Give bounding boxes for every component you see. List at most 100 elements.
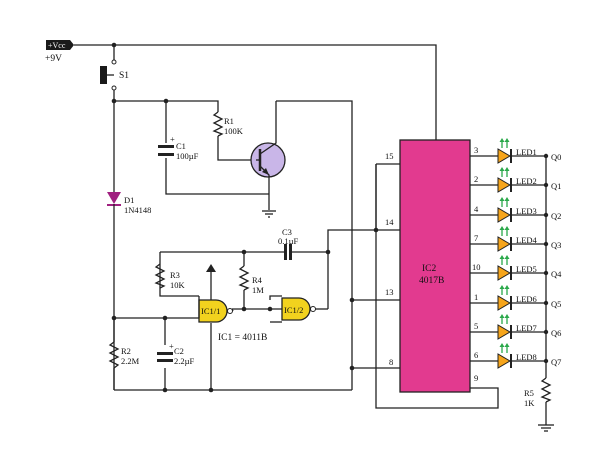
led-icon <box>497 207 511 223</box>
led-label: LED7 <box>516 323 537 333</box>
light-arrow-icon <box>504 255 510 265</box>
capacitor-c3 <box>284 244 292 260</box>
led-pin-number: 6 <box>474 350 478 360</box>
arrow-up-icon <box>206 264 216 278</box>
switch-s1 <box>100 59 117 91</box>
r3-value: 10K <box>170 280 186 290</box>
switch-s1-label: S1 <box>119 71 129 81</box>
ic2-pin-13: 13 <box>385 287 394 297</box>
light-arrow-icon <box>499 167 505 177</box>
ic2-body <box>399 139 471 393</box>
light-arrow-icon <box>504 226 510 236</box>
output-label: Q6 <box>551 328 561 338</box>
light-arrow-icon <box>504 343 510 353</box>
ground-transistor <box>262 210 276 218</box>
led-pin-number: 2 <box>474 174 478 184</box>
r2-ref: R2 <box>121 346 131 356</box>
led-icon <box>497 265 511 281</box>
led-pin-number: 10 <box>472 262 481 272</box>
ic1-note: IC1 = 4011B <box>218 333 267 343</box>
diode-d1 <box>107 192 121 214</box>
ic2-part: 4017B <box>419 276 444 286</box>
c2-ref: C2 <box>174 346 184 356</box>
r4-ref: R4 <box>252 275 263 285</box>
light-arrow-icon <box>504 197 510 207</box>
gate-ic1-1 <box>198 296 234 323</box>
d1-ref: D1 <box>124 195 134 205</box>
r5-ref: R5 <box>524 388 534 398</box>
led-icon <box>497 295 511 311</box>
r1-value: 100K <box>224 126 244 136</box>
light-arrow-icon <box>504 167 510 177</box>
c3-ref: C3 <box>282 227 292 237</box>
led-label: LED8 <box>516 352 537 362</box>
light-arrow-icon <box>499 226 505 236</box>
resistor-r1 <box>212 111 224 137</box>
r1-ref: R1 <box>224 116 234 126</box>
light-arrow-icon <box>499 255 505 265</box>
led-pin-number: 4 <box>474 204 479 214</box>
led-icon <box>497 324 511 340</box>
output-label: Q0 <box>551 152 561 162</box>
light-arrow-icon <box>504 138 510 148</box>
led-icon <box>497 177 511 193</box>
vcc-terminal-label: +Vcc <box>48 41 66 50</box>
led-pin-number: 7 <box>474 233 478 243</box>
wires <box>74 44 547 425</box>
capacitor-c2: + <box>157 341 174 362</box>
light-arrow-icon <box>504 285 510 295</box>
light-arrow-icon <box>499 138 505 148</box>
output-label: Q5 <box>551 299 561 309</box>
led-pin-number: 1 <box>474 292 478 302</box>
gate-ic1-2 <box>281 297 316 321</box>
r4-value: 1M <box>252 285 264 295</box>
led-label: LED2 <box>516 176 537 186</box>
c3-value: 0.1µF <box>278 236 299 246</box>
resistor-r4 <box>238 265 250 291</box>
r2-value: 2.2M <box>121 356 140 366</box>
r3-ref: R3 <box>170 270 180 280</box>
ic2-pin-9: 9 <box>474 373 478 383</box>
vcc-terminal: +Vcc <box>46 40 74 50</box>
output-label: Q2 <box>551 211 561 221</box>
gate-ic1-2-label: IC1/2 <box>284 305 303 315</box>
light-arrow-icon <box>499 343 505 353</box>
ic2-pin-vdd: 15 <box>385 151 394 161</box>
ic2-pin-clock: 14 <box>385 217 394 227</box>
light-arrow-icon <box>499 197 505 207</box>
led-label: LED6 <box>516 294 537 304</box>
led-label: LED1 <box>516 147 537 157</box>
output-label: Q7 <box>551 357 561 367</box>
led-pin-number: 5 <box>474 321 478 331</box>
output-label: Q4 <box>551 269 562 279</box>
resistor-r2 <box>108 341 120 369</box>
gate-ic1-1-label: IC1/1 <box>201 306 220 316</box>
resistor-r5 <box>540 377 552 403</box>
light-arrow-icon <box>499 314 505 324</box>
resistor-r3 <box>154 263 166 289</box>
light-arrow-icon <box>504 314 510 324</box>
transistor <box>250 101 286 185</box>
d1-part: 1N4148 <box>124 205 151 215</box>
led-label: LED3 <box>516 206 537 216</box>
ground-output <box>538 424 554 432</box>
light-arrow-icon <box>499 285 505 295</box>
junction-dots <box>111 42 379 393</box>
r5-value: 1K <box>524 398 535 408</box>
svg-text:+: + <box>170 134 175 144</box>
led-icon <box>497 353 511 369</box>
c1-value: 100µF <box>176 151 199 161</box>
ic2-ref: IC2 <box>422 264 437 274</box>
capacitor-c1: + <box>158 134 175 156</box>
led-label: LED5 <box>516 264 537 274</box>
output-label: Q3 <box>551 240 561 250</box>
ic2-pin-8: 8 <box>389 357 393 367</box>
led-icon <box>497 148 511 164</box>
